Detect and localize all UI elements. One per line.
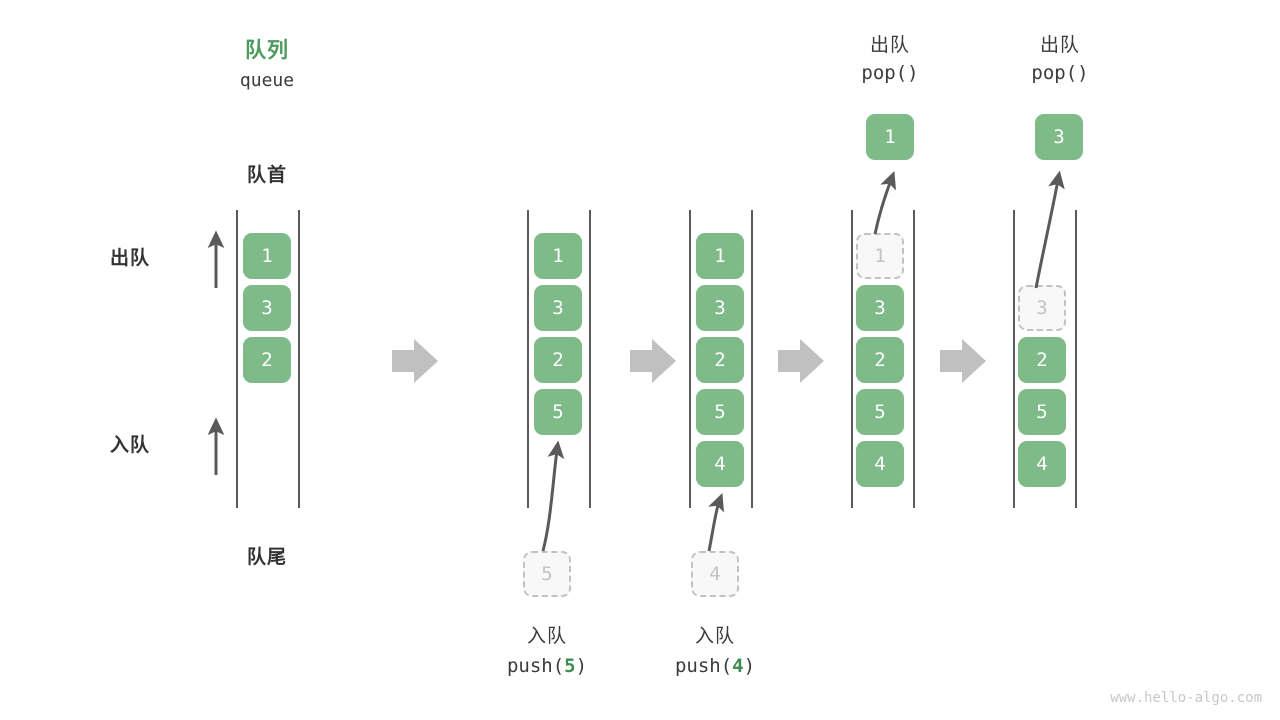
queue-cell: 4 — [696, 441, 744, 487]
dequeue-direction-label: 出队 — [109, 248, 150, 269]
pop-header-code-2: pop() — [1031, 62, 1089, 84]
incoming-element-ghost: 4 — [691, 551, 739, 597]
queue-cell: 4 — [856, 441, 904, 487]
push-code-pre: push( — [674, 655, 733, 677]
push-arrow-5 — [541, 440, 565, 552]
pop-header-code-1: pop() — [861, 62, 919, 84]
pop-header-cn-1: 出队 — [869, 35, 910, 56]
watermark: www.hello-algo.com — [1110, 690, 1262, 706]
queue-cell: 2 — [1018, 337, 1066, 383]
push-caption-code-1: push(5) — [487, 655, 607, 677]
pop-arrow-1 — [873, 171, 897, 235]
queue-cell: 3 — [534, 285, 582, 331]
queue-cell: 2 — [534, 337, 582, 383]
queue-cell: 3 — [696, 285, 744, 331]
popped-slot-ghost: 1 — [856, 233, 904, 279]
queue-cell: 1 — [696, 233, 744, 279]
queue-cell: 3 — [856, 285, 904, 331]
queue-cell: 5 — [856, 389, 904, 435]
queue-cell: 2 — [856, 337, 904, 383]
push-code-arg: 4 — [732, 655, 744, 677]
popped-element-1: 1 — [866, 114, 914, 160]
push-arrow-4 — [707, 493, 725, 552]
queue-cell: 5 — [696, 389, 744, 435]
diagram-title-en: queue — [239, 70, 295, 91]
push-caption-cn-1: 入队 — [526, 626, 567, 647]
popped-slot-ghost: 3 — [1018, 285, 1066, 331]
transition-arrow-4 — [940, 339, 986, 383]
queue-cell: 4 — [1018, 441, 1066, 487]
rail-right-2 — [589, 210, 591, 508]
pop-header-cn-2: 出队 — [1039, 35, 1080, 56]
enqueue-direction-label: 入队 — [109, 435, 150, 456]
transition-arrow-1 — [392, 339, 438, 383]
queue-cell: 3 — [243, 285, 291, 331]
rail-left-1 — [236, 210, 238, 508]
rail-right-3 — [751, 210, 753, 508]
queue-cell: 5 — [534, 389, 582, 435]
incoming-element-ghost: 5 — [523, 551, 571, 597]
diagram-title-cn: 队列 — [245, 39, 289, 62]
rail-left-3 — [689, 210, 691, 508]
rail-left-5 — [1013, 210, 1015, 508]
rail-left-2 — [527, 210, 529, 508]
rail-right-5 — [1075, 210, 1077, 508]
transition-arrow-3 — [778, 339, 824, 383]
front-label: 队首 — [246, 165, 287, 186]
queue-cell: 2 — [243, 337, 291, 383]
queue-cell: 2 — [696, 337, 744, 383]
rail-right-1 — [298, 210, 300, 508]
push-code-post: ) — [743, 655, 756, 677]
transition-arrow-2 — [630, 339, 676, 383]
pop-arrow-3 — [1034, 170, 1065, 289]
push-code-pre: push( — [506, 655, 565, 677]
queue-cell: 5 — [1018, 389, 1066, 435]
push-caption-code-2: push(4) — [655, 655, 775, 677]
rail-right-4 — [913, 210, 915, 508]
rail-left-4 — [851, 210, 853, 508]
rear-label: 队尾 — [246, 547, 287, 568]
queue-cell: 1 — [534, 233, 582, 279]
push-caption-cn-2: 入队 — [694, 626, 735, 647]
push-code-arg: 5 — [564, 655, 576, 677]
push-code-post: ) — [575, 655, 588, 677]
popped-element-2: 3 — [1035, 114, 1083, 160]
queue-cell: 1 — [243, 233, 291, 279]
